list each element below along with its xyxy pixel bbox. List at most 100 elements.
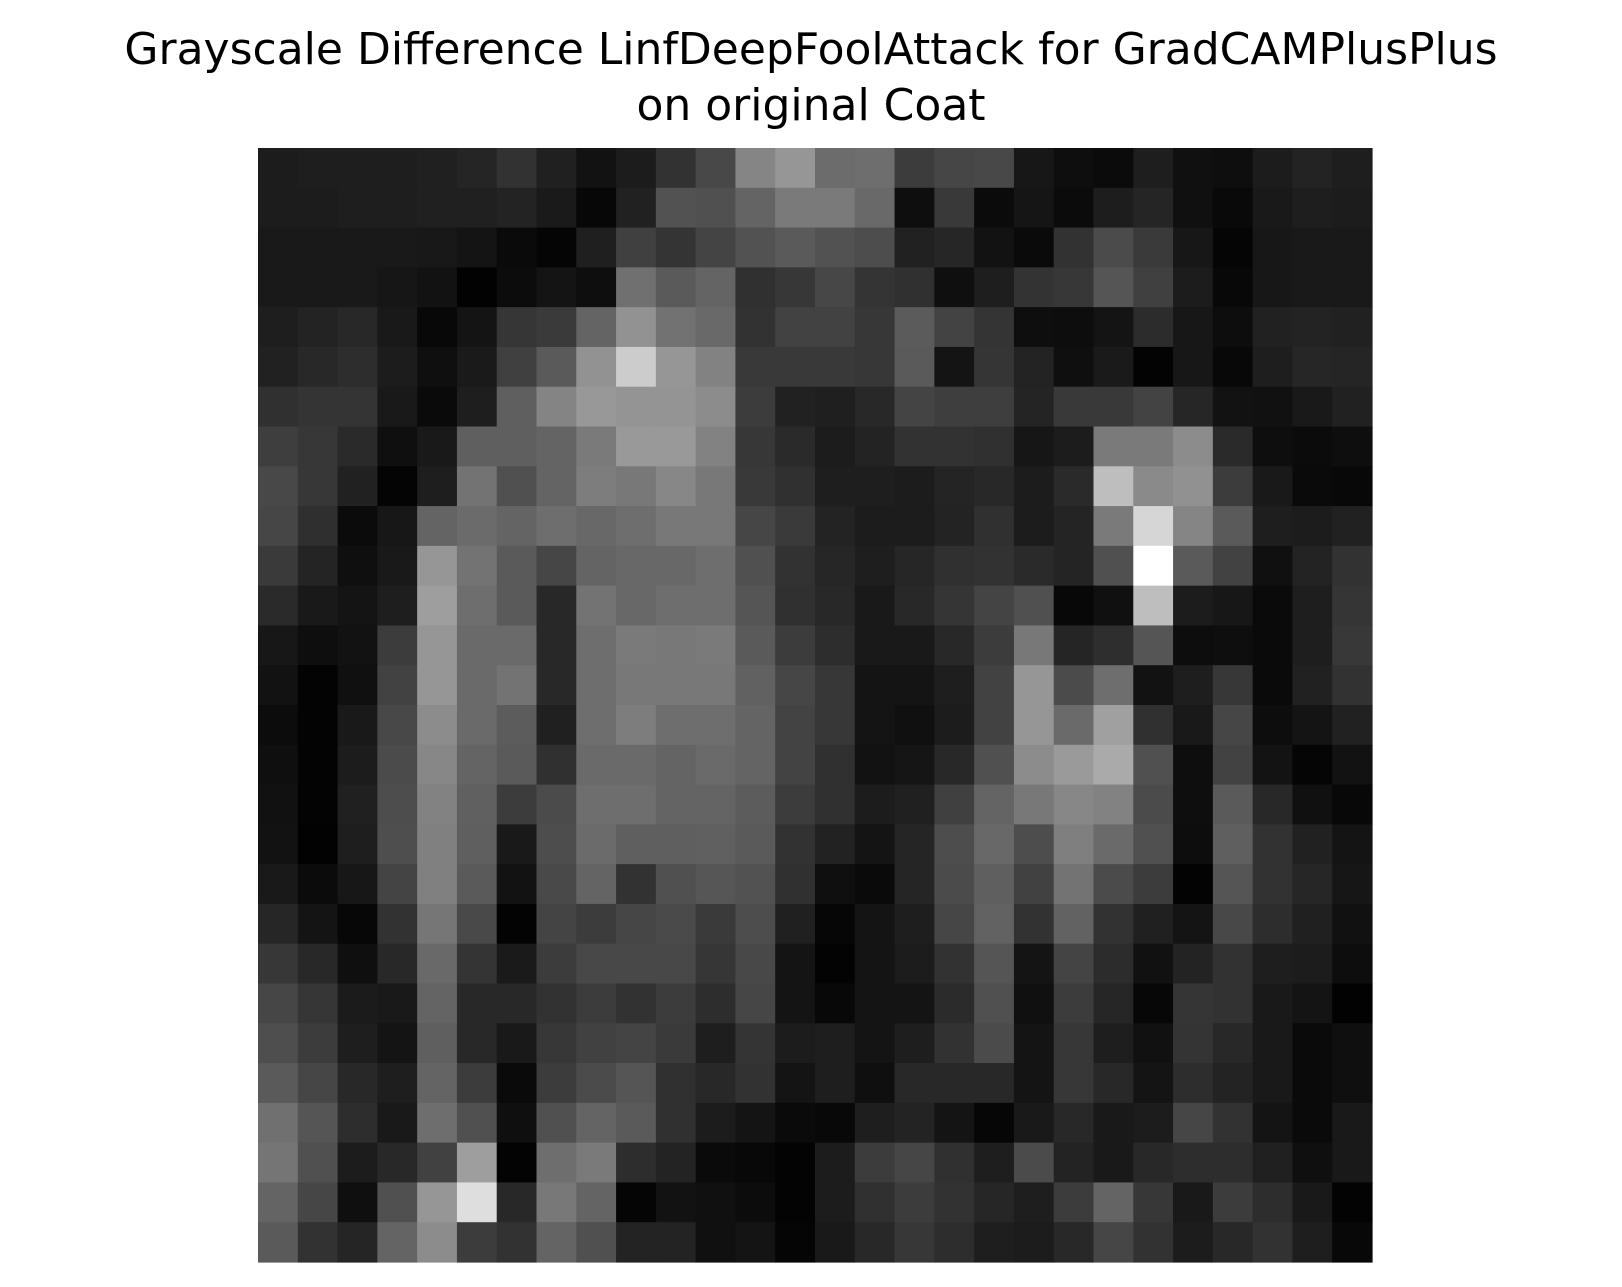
heatmap-cell [258, 824, 299, 865]
heatmap-cell [1252, 148, 1294, 189]
heatmap-cell [337, 744, 378, 786]
heatmap-cell [1212, 983, 1254, 1024]
heatmap-cell [735, 466, 776, 507]
heatmap-cell [496, 665, 538, 706]
heatmap-cell [1093, 1142, 1134, 1184]
heatmap-cell [616, 466, 657, 507]
heatmap-cell [337, 943, 378, 985]
heatmap-cell [1013, 824, 1055, 865]
heatmap-cell [337, 1063, 378, 1104]
heatmap-cell [297, 665, 339, 706]
chart-title-line-2: on original Coat [636, 80, 986, 131]
heatmap-cell [536, 665, 577, 706]
heatmap-cell [456, 386, 498, 428]
heatmap-cell [1093, 426, 1134, 467]
heatmap-cell [655, 585, 697, 627]
heatmap-cell [1292, 1102, 1333, 1144]
heatmap-cell [496, 1182, 538, 1223]
heatmap-cell [1252, 346, 1294, 388]
heatmap-cell [258, 148, 299, 189]
heatmap-cell [576, 943, 617, 985]
heatmap-cell [616, 426, 657, 467]
heatmap-cell [536, 506, 577, 547]
heatmap-cell [815, 705, 856, 746]
heatmap-cell [775, 1102, 816, 1144]
heatmap-cell [1093, 983, 1134, 1024]
heatmap-cell [1332, 1102, 1373, 1144]
heatmap-cell [1133, 784, 1174, 825]
heatmap-cell [616, 227, 657, 268]
heatmap-cell [815, 148, 856, 189]
heatmap-cell [1212, 1102, 1254, 1144]
heatmap-cell [974, 426, 1015, 467]
heatmap-cell [735, 346, 776, 388]
heatmap-cell [894, 466, 935, 507]
heatmap-cell [1133, 1142, 1174, 1184]
heatmap-cell [1173, 983, 1214, 1024]
heatmap-cell [536, 227, 577, 268]
heatmap-cell [1212, 545, 1254, 587]
heatmap-cell [1252, 545, 1294, 587]
heatmap-cell [934, 744, 975, 786]
heatmap-cell [616, 705, 657, 746]
heatmap-cell [934, 585, 975, 627]
heatmap-cell [1292, 386, 1333, 428]
heatmap-cell [1292, 824, 1333, 865]
heatmap-cell [1053, 346, 1095, 388]
heatmap-cell [1212, 1063, 1254, 1104]
heatmap-cell [775, 784, 816, 825]
heatmap-cell [974, 346, 1015, 388]
heatmap-cell [815, 864, 856, 905]
heatmap-cell [1093, 665, 1134, 706]
heatmap-cell [735, 426, 776, 467]
heatmap-cell [1292, 625, 1333, 666]
heatmap-cell [974, 864, 1015, 905]
heatmap-cell [894, 545, 935, 587]
heatmap-cell [775, 625, 816, 666]
heatmap-cell [496, 1142, 538, 1184]
heatmap-cell [576, 1142, 617, 1184]
heatmap-cell [417, 983, 458, 1024]
heatmap-cell [815, 983, 856, 1024]
heatmap-cell [974, 307, 1015, 348]
heatmap-cell [456, 824, 498, 865]
heatmap-cell [815, 903, 856, 945]
heatmap-cell [974, 227, 1015, 268]
heatmap-cell [536, 784, 577, 825]
heatmap-cell [1093, 1222, 1134, 1263]
heatmap-cell [456, 665, 498, 706]
heatmap-cell [1173, 187, 1214, 229]
heatmap-cell [456, 466, 498, 507]
heatmap-cell [1212, 227, 1254, 268]
heatmap-cell [1292, 864, 1333, 905]
heatmap-cell [735, 506, 776, 547]
heatmap-cell [536, 1222, 577, 1263]
heatmap-cell [576, 744, 617, 786]
heatmap-cell [655, 983, 697, 1024]
heatmap-cell [1292, 426, 1333, 467]
heatmap-cell [377, 187, 418, 229]
heatmap-cell [1173, 705, 1214, 746]
heatmap-cell [974, 983, 1015, 1024]
heatmap-cell [258, 1222, 299, 1263]
heatmap-cell [1212, 903, 1254, 945]
heatmap-cell [536, 1142, 577, 1184]
heatmap-cell [974, 1063, 1015, 1104]
heatmap-cell [496, 1023, 538, 1064]
heatmap-cell [1332, 346, 1373, 388]
heatmap-cell [775, 943, 816, 985]
heatmap-cell [655, 903, 697, 945]
heatmap-cell [417, 784, 458, 825]
heatmap-cell [775, 705, 816, 746]
heatmap-cell [496, 1222, 538, 1263]
heatmap-cell [1173, 744, 1214, 786]
heatmap-cell [576, 227, 617, 268]
heatmap-cell [775, 1063, 816, 1104]
heatmap-cell [536, 625, 577, 666]
heatmap-cell [1093, 1182, 1134, 1223]
heatmap-cell [775, 545, 816, 587]
heatmap-cell [1292, 148, 1333, 189]
heatmap-cell [974, 545, 1015, 587]
heatmap-cell [258, 705, 299, 746]
heatmap-cell [496, 864, 538, 905]
